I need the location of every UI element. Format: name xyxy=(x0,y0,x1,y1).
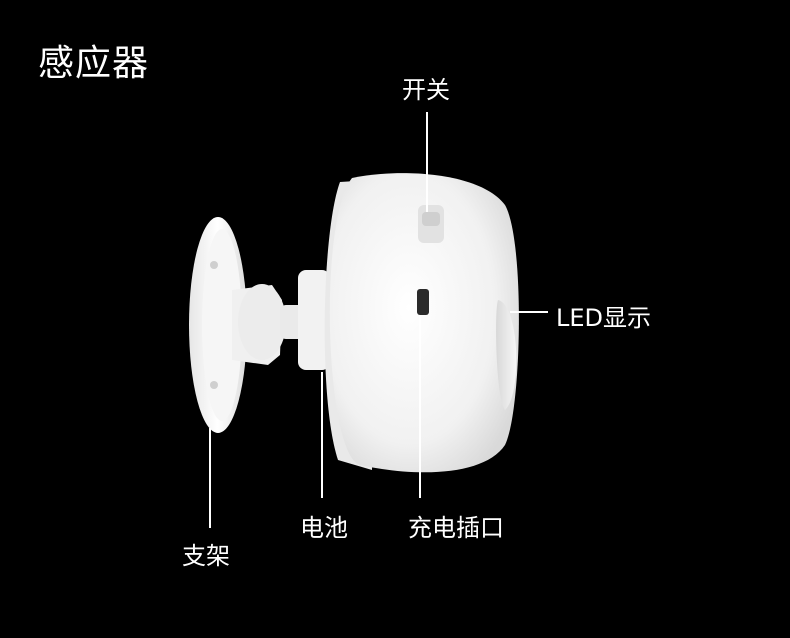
label-bracket: 支架 xyxy=(182,542,230,570)
label-switch: 开关 xyxy=(402,76,450,104)
bracket-arm xyxy=(232,270,330,370)
charging-port xyxy=(417,289,429,315)
sensor-body xyxy=(329,173,519,473)
label-led-display: LED显示 xyxy=(556,304,652,332)
label-charging-port: 充电插口 xyxy=(408,514,504,542)
page-title: 感应器 xyxy=(38,43,150,84)
switch-toggle xyxy=(418,205,444,243)
label-battery: 电池 xyxy=(300,514,348,542)
leader-lines xyxy=(209,112,548,528)
bracket-mount-plate xyxy=(189,217,247,433)
led-display-lens xyxy=(496,300,517,410)
